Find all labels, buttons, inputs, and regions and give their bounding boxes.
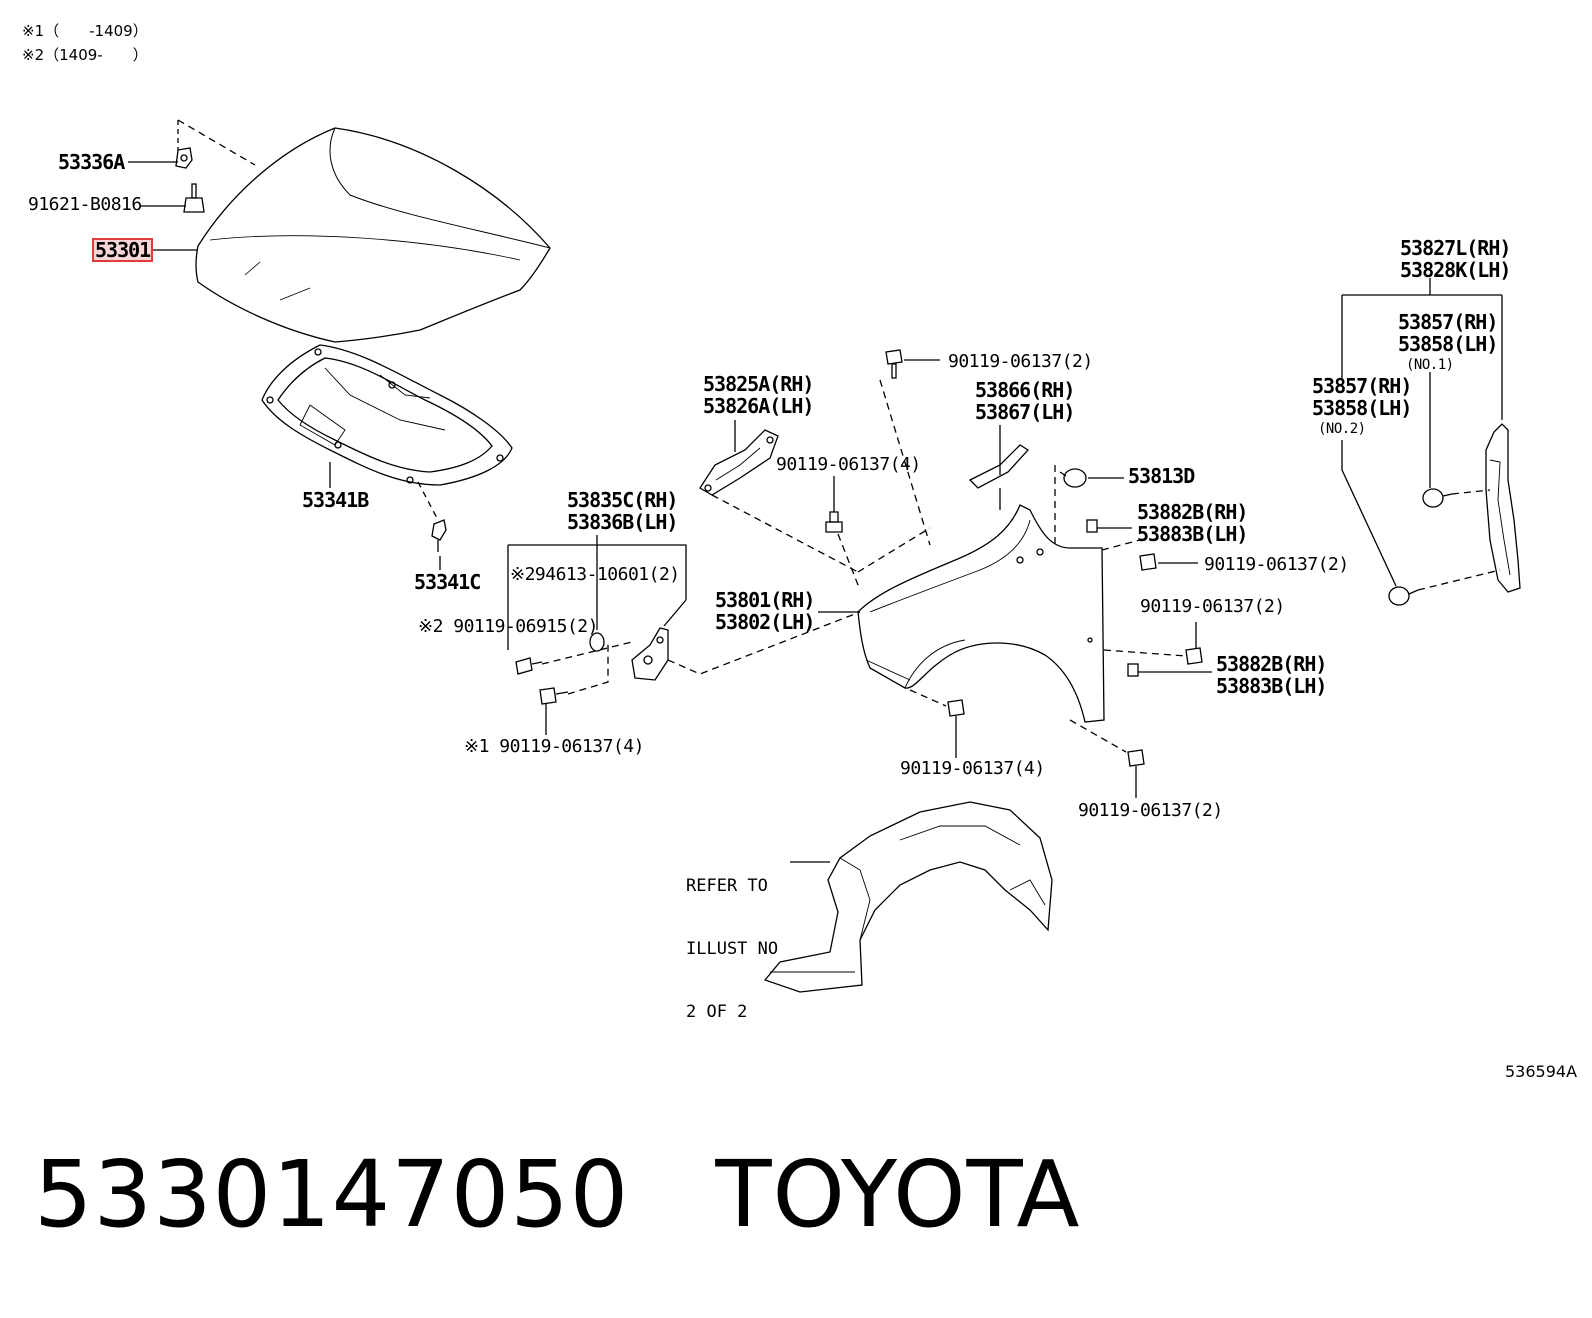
bolt-lower-left-4[interactable]	[539, 687, 569, 705]
label-53882b-lower[interactable]: 53882B(RH)	[1216, 652, 1327, 676]
bolt-91621[interactable]	[183, 183, 205, 213]
refer-line-3: 2 OF 2	[686, 1002, 748, 1022]
label-53336a[interactable]: 53336A	[58, 150, 125, 174]
hood-insulator[interactable]	[261, 344, 513, 486]
bolt-mid-right-2[interactable]	[1185, 647, 1203, 665]
label-bolt-lower-left-4[interactable]: ※1 90119-06137(4)	[464, 736, 644, 757]
label-bolt-right-2[interactable]: 90119-06137(2)	[1204, 554, 1349, 575]
refer-line-1: REFER TO	[686, 876, 768, 896]
label-91621-b0816[interactable]: 91621-B0816	[28, 194, 142, 215]
bracket-53825a[interactable]	[699, 429, 779, 496]
label-53836b[interactable]: 53836B(LH)	[567, 510, 678, 534]
washer-94613[interactable]	[589, 632, 605, 652]
label-53813d[interactable]: 53813D	[1128, 464, 1195, 488]
seal-53866[interactable]	[968, 444, 1030, 489]
fender-liner[interactable]	[763, 801, 1053, 993]
label-94613[interactable]: ※294613-10601(2)	[510, 564, 680, 585]
clip-53813d[interactable]	[1059, 468, 1087, 488]
label-53825a[interactable]: 53825A(RH)	[703, 372, 814, 396]
label-53801[interactable]: 53801(RH)	[715, 588, 815, 612]
fender-seal-53827l[interactable]	[1485, 423, 1521, 593]
nut-53882b-upper[interactable]	[1086, 519, 1098, 533]
front-fender[interactable]	[857, 504, 1105, 723]
label-53802[interactable]: 53802(LH)	[715, 610, 815, 634]
label-53828k[interactable]: 53828K(LH)	[1400, 258, 1511, 282]
clip-53341c[interactable]	[431, 519, 447, 552]
label-90119-06915[interactable]: ※2 90119-06915(2)	[418, 616, 598, 637]
label-53827l[interactable]: 53827L(RH)	[1400, 236, 1511, 260]
bolt-lower-4[interactable]	[947, 699, 965, 717]
label-no1: (NO.1)	[1406, 357, 1454, 373]
clip-no1[interactable]	[1422, 488, 1453, 508]
bolt-upper-4[interactable]	[825, 511, 843, 533]
label-53858-no2[interactable]: 53858(LH)	[1312, 396, 1412, 420]
label-53858-no1[interactable]: 53858(LH)	[1398, 332, 1498, 356]
label-53341c[interactable]: 53341C	[414, 570, 481, 594]
bolt-right-2[interactable]	[1139, 553, 1157, 571]
label-53883b-upper[interactable]: 53883B(LH)	[1137, 522, 1248, 546]
label-53341b[interactable]: 53341B	[302, 488, 369, 512]
bolt-06915[interactable]	[515, 657, 543, 675]
label-bolt-lower-right-2[interactable]: 90119-06137(2)	[1078, 800, 1223, 821]
label-53301-selected[interactable]: 53301	[92, 238, 154, 262]
label-bolt-upper-4[interactable]: 90119-06137(4)	[776, 454, 921, 475]
note-1: ※1（ -1409）	[22, 22, 148, 40]
label-53867[interactable]: 53867(LH)	[975, 400, 1075, 424]
label-53835c[interactable]: 53835C(RH)	[567, 488, 678, 512]
bolt-top-2[interactable]	[885, 349, 903, 379]
label-53857-no1[interactable]: 53857(RH)	[1398, 310, 1498, 334]
bolt-lower-right-2[interactable]	[1127, 749, 1145, 767]
label-53866[interactable]: 53866(RH)	[975, 378, 1075, 402]
hood-panel[interactable]	[195, 127, 551, 343]
illustration-code: 536594A	[1505, 1062, 1578, 1081]
label-53857-no2[interactable]: 53857(RH)	[1312, 374, 1412, 398]
label-bolt-mid-right-2[interactable]: 90119-06137(2)	[1140, 596, 1285, 617]
fender-bracket[interactable]	[631, 627, 669, 681]
label-53883b-lower[interactable]: 53883B(LH)	[1216, 674, 1327, 698]
refer-line-2: ILLUST NO	[686, 939, 779, 959]
footer-caption: 5330147050 TOYOTA	[34, 1140, 1081, 1250]
part-number: 5330147050	[34, 1141, 630, 1248]
clip-no2[interactable]	[1388, 586, 1419, 606]
label-53826a[interactable]: 53826A(LH)	[703, 394, 814, 418]
label-no2: (NO.2)	[1318, 421, 1366, 437]
label-bolt-top-2[interactable]: 90119-06137(2)	[948, 351, 1093, 372]
note-2: ※2（1409- ）	[22, 46, 148, 64]
clip-53336a[interactable]	[175, 147, 193, 169]
refer-note: REFER TO ILLUST NO 2 OF 2	[686, 834, 778, 1065]
brand-name: TOYOTA	[715, 1141, 1081, 1248]
label-53882b-upper[interactable]: 53882B(RH)	[1137, 500, 1248, 524]
nut-53882b-lower[interactable]	[1127, 663, 1139, 677]
label-bolt-lower-4[interactable]: 90119-06137(4)	[900, 758, 1045, 779]
